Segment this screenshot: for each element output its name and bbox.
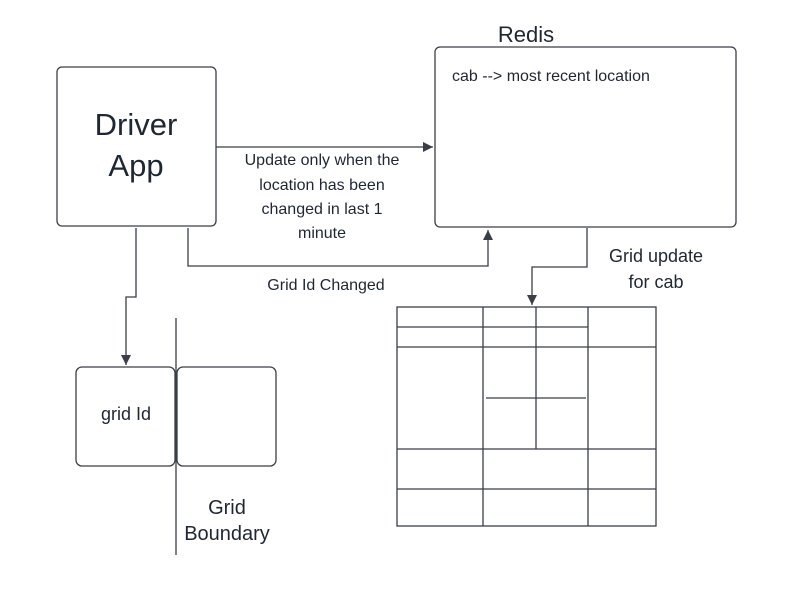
grid-table xyxy=(396,306,657,527)
grid-cell-box xyxy=(75,366,176,467)
grid-boundary-label-line1: Grid xyxy=(208,497,246,519)
update-location-line3: changed in last 1 xyxy=(262,201,383,218)
grid-id-changed-label: Grid Id Changed xyxy=(267,277,384,294)
redis-node[interactable]: Redis cab --> most recent location xyxy=(434,22,737,228)
update-location-line2: location has been xyxy=(259,177,384,194)
driver-app-box xyxy=(56,66,217,227)
driver-app-node[interactable]: Driver App xyxy=(56,66,217,227)
redis-title: Redis xyxy=(498,22,554,47)
grid-cell-node[interactable]: grid Id xyxy=(75,366,176,467)
driver-app-label-line2: App xyxy=(108,148,163,183)
grid-update-arrow xyxy=(527,228,588,305)
grid-id-changed-arrow xyxy=(187,228,493,267)
grid-update-label-line2: for cab xyxy=(628,272,683,292)
redis-box xyxy=(434,46,737,228)
adjacent-grid-cell-box[interactable] xyxy=(176,366,277,467)
update-location-line4: minute xyxy=(298,225,346,242)
driver-to-grid-arrow xyxy=(121,228,137,365)
grid-cell-label: grid Id xyxy=(101,404,151,424)
update-location-label: Update only when the location has been c… xyxy=(245,152,400,242)
update-location-line1: Update only when the xyxy=(245,152,400,169)
grid-table-outline xyxy=(396,306,657,527)
grid-update-label-line1: Grid update xyxy=(609,246,703,266)
driver-app-label-line1: Driver xyxy=(95,107,178,142)
redis-content: cab --> most recent location xyxy=(452,68,650,85)
grid-boundary-label-line2: Boundary xyxy=(184,523,270,545)
